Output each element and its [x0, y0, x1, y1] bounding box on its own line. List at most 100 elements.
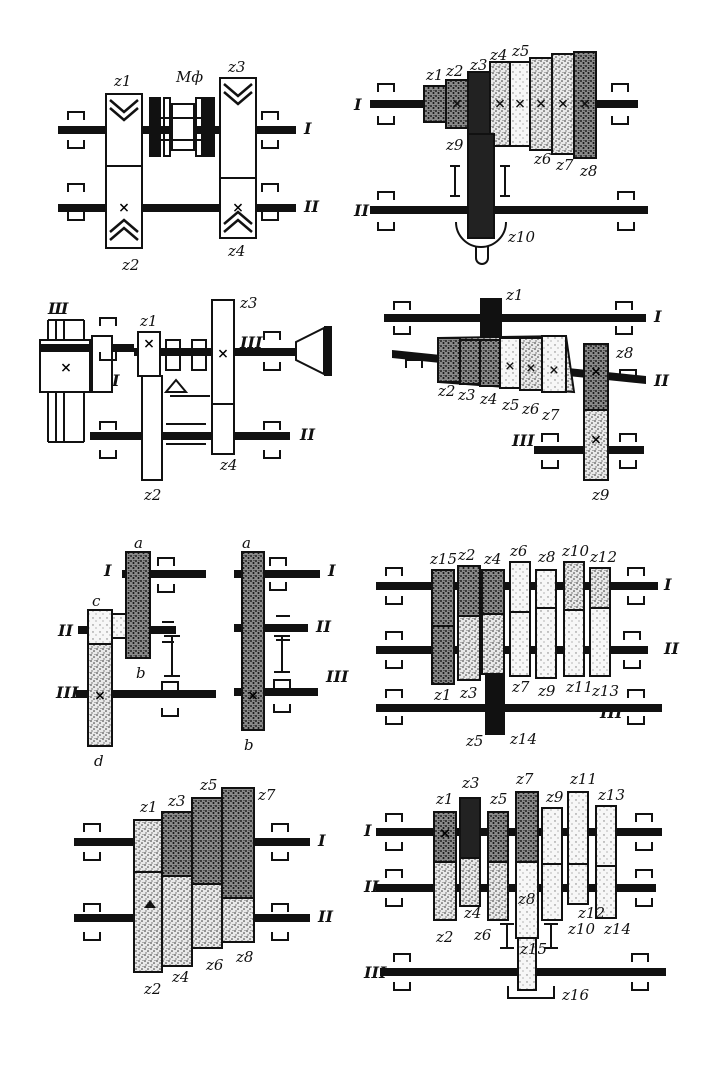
label-z7: z7 [257, 786, 276, 804]
label-z8: z8 [537, 548, 555, 566]
label-z4: z4 [227, 242, 245, 260]
shaft-I [384, 314, 646, 322]
gear-z15 [431, 569, 455, 627]
label-z10: z10 [567, 920, 595, 938]
svg-text:×: × [549, 363, 560, 378]
svg-text:×: × [505, 359, 516, 374]
gear-z9 [467, 133, 495, 239]
label-z1: z1 [139, 312, 157, 330]
diagram-5: × a b c d I II III [55, 534, 216, 770]
gear-z12 [567, 863, 589, 905]
label-z2: z2 [143, 486, 161, 504]
label-shaft-III: III [325, 667, 349, 686]
label-z5: z5 [511, 42, 529, 60]
gear-z2 [105, 165, 143, 249]
label-z3: z3 [167, 792, 185, 810]
label-clutch: Mф [175, 68, 203, 86]
label-z3: z3 [461, 774, 479, 792]
label-z5: z5 [501, 396, 519, 414]
label-z9: z9 [445, 136, 464, 154]
label-z4: z4 [489, 46, 507, 64]
label-z12: z12 [589, 548, 617, 566]
diagram-8: z1 z3 z5 z7 z2 z4 z6 z8 I II [74, 776, 333, 998]
label-z9: z9 [545, 788, 564, 806]
label-shaft-II: II [363, 877, 379, 896]
label-z13: z13 [597, 786, 625, 804]
gear-z2 [437, 337, 461, 383]
gear-z3 [457, 615, 481, 681]
gear-z3 [161, 811, 193, 877]
label-z4: z4 [219, 456, 237, 474]
gear-z12 [589, 567, 611, 609]
fork-z10 [455, 221, 507, 248]
gear-z2 [133, 871, 163, 973]
label-z8: z8 [517, 890, 535, 908]
gear-z1 [105, 93, 143, 167]
label-z2: z2 [435, 928, 453, 946]
gear-z5 [487, 811, 509, 863]
svg-text:×: × [590, 364, 602, 380]
label-z13: z13 [591, 682, 619, 700]
gear-z4 [459, 857, 481, 907]
gear-z7 [515, 791, 539, 863]
label-z3: z3 [459, 684, 477, 702]
label-z4: z4 [463, 904, 481, 922]
label-z6: z6 [521, 400, 540, 418]
label-z8: z8 [615, 344, 633, 362]
label-z11: z11 [565, 678, 593, 696]
label-z6: z6 [533, 150, 552, 168]
label-shaft-II: II [303, 197, 319, 216]
label-shaft-II: II [663, 639, 679, 658]
label-z1: z1 [433, 686, 451, 704]
diagram-4: ××× × × z1 z2 z3 z4 z5 z6 z7 z8 z9 I II … [384, 286, 669, 504]
gear-z2 [433, 861, 457, 921]
label-z6: z6 [205, 956, 224, 974]
label-shaft-I: I [327, 561, 336, 580]
label-a: a [134, 534, 143, 552]
label-shaft-II: II [57, 621, 73, 640]
label-z5: z5 [489, 790, 507, 808]
spindle-cone [295, 326, 325, 376]
gear-z4 [211, 403, 235, 455]
label-shaft-II: II [299, 425, 315, 444]
gear-z1 [423, 85, 447, 123]
gear-z7 [541, 335, 567, 393]
label-z1: z1 [139, 798, 157, 816]
shaft-III [76, 690, 216, 698]
label-shaft-I: I [317, 831, 326, 850]
label-shaft-II: II [315, 617, 331, 636]
label-shaft-II: II [653, 371, 669, 390]
label-z10: z10 [507, 228, 535, 246]
gear-z7 [509, 611, 531, 677]
clutch-mf [149, 97, 215, 157]
label-z8: z8 [235, 948, 253, 966]
gear-z8 [535, 569, 557, 609]
gear-z8 [573, 51, 597, 159]
gear-z1 [133, 819, 163, 873]
label-z6: z6 [509, 542, 528, 560]
label-z8: z8 [579, 162, 597, 180]
label-shaft-I: I [303, 119, 312, 138]
gear-z4 [219, 177, 257, 239]
gear-z4 [481, 569, 505, 615]
label-shaft-I: I [103, 561, 112, 580]
label-z11: z11 [569, 770, 597, 788]
svg-text:×: × [247, 688, 259, 704]
label-z2: z2 [445, 62, 463, 80]
label-z10: z10 [561, 542, 589, 560]
gear-z6 [509, 561, 531, 613]
label-z2: z2 [457, 546, 475, 564]
label-z15: z15 [519, 940, 547, 958]
gear-z11 [567, 791, 589, 865]
gear-z4 [479, 339, 501, 387]
gear-z8 [221, 897, 255, 943]
label-shaft-I: I [663, 575, 672, 594]
shaft-I [234, 570, 320, 578]
label-z2: z2 [143, 980, 161, 998]
diagram-1: × × z1 z2 z3 z4 Mф I II [58, 58, 319, 274]
gear-z10 [563, 561, 585, 611]
label-a: a [242, 534, 251, 552]
gear-z14 [595, 865, 617, 919]
gear-z15 [517, 937, 537, 991]
